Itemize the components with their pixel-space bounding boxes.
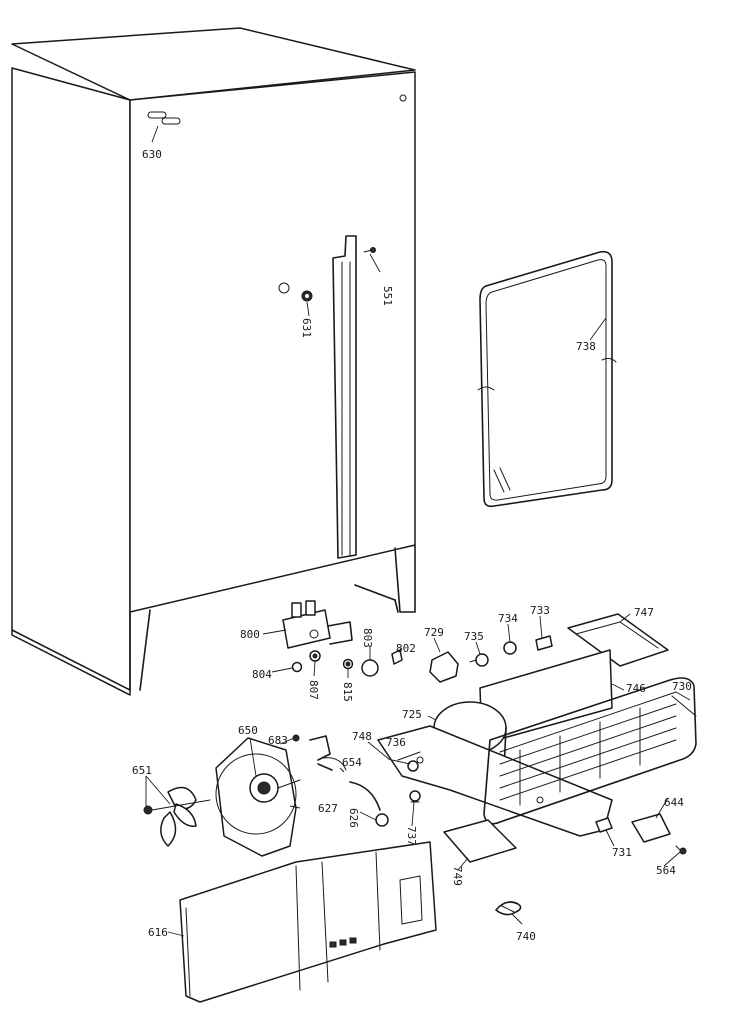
label-734: 734 (498, 612, 518, 625)
label-650: 650 (238, 724, 258, 737)
rear-access-panel (179, 841, 437, 1003)
label-644: 644 (664, 796, 684, 809)
door-gasket (477, 250, 617, 508)
label-815: 815 (341, 682, 354, 702)
label-725: 725 (402, 708, 422, 721)
label-748: 748 (352, 730, 372, 743)
part-number-labels: 630 551 631 738 800 804 807 803 815 802 … (132, 148, 692, 943)
label-730: 730 (672, 680, 692, 693)
label-733: 733 (530, 604, 550, 617)
label-803: 803 (361, 628, 374, 648)
leader-lines (145, 125, 691, 937)
label-800: 800 (240, 628, 260, 641)
label-630: 630 (142, 148, 162, 161)
label-749: 749 (451, 866, 464, 886)
water-valve (282, 600, 403, 677)
label-731: 731 (612, 846, 632, 859)
label-804: 804 (252, 668, 272, 681)
mounting-bracket (595, 813, 687, 855)
label-807: 807 (307, 680, 320, 700)
label-735: 735 (464, 630, 484, 643)
label-654: 654 (342, 756, 362, 769)
label-683: 683 (268, 734, 288, 747)
label-551: 551 (381, 286, 394, 306)
refrigerator-cabinet (11, 27, 416, 696)
label-564: 564 (656, 864, 676, 877)
label-737: 737 (405, 826, 418, 846)
condenser-coil (483, 677, 697, 825)
fan-assembly (143, 734, 333, 857)
label-747: 747 (634, 606, 654, 619)
label-729: 729 (424, 626, 444, 639)
label-740: 740 (516, 930, 536, 943)
label-626: 626 (347, 808, 360, 828)
compressor-assembly (323, 613, 669, 837)
label-627: 627 (318, 802, 338, 815)
label-651: 651 (132, 764, 152, 777)
drain-pan-insulation (443, 819, 517, 863)
wire-clip (495, 901, 522, 916)
label-631: 631 (300, 318, 313, 338)
label-746: 746 (626, 682, 646, 695)
label-736: 736 (386, 736, 406, 749)
label-738: 738 (576, 340, 596, 353)
label-616: 616 (148, 926, 168, 939)
label-802: 802 (396, 642, 416, 655)
